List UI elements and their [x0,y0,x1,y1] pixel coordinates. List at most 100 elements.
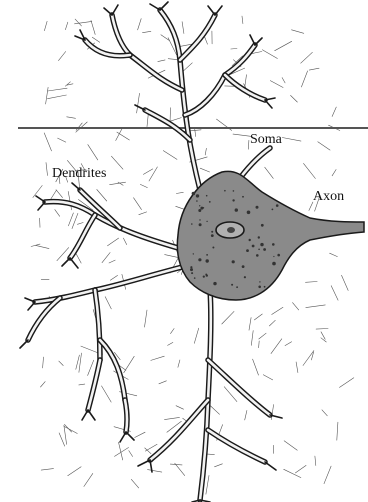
dendrite-hair [145,310,148,327]
dendrite-hair [178,360,180,367]
dendrite-hair [242,16,243,24]
dendrite-hair [176,406,184,410]
dendrite-hair [309,68,319,70]
dendrite-hair [102,253,110,263]
soma-speckle [235,208,238,211]
dendrite-hair [271,339,282,354]
dendrite-hair [111,156,123,169]
dendrite-hair [321,338,326,342]
dendrite-hair [275,41,292,50]
dendrite-hair [119,442,123,460]
dendrite-hair [259,341,260,348]
dendrite-hair [68,467,81,476]
dendrite-hair [306,305,326,308]
dendrite-hair [79,384,85,385]
dendrite-hair [272,307,283,314]
dendrite-hair [282,138,301,142]
dendrite-branch-core [95,265,190,290]
soma-speckle [224,190,226,192]
dendrite-hair [92,37,99,42]
dendrite-hair [342,275,349,290]
soma-speckle [206,254,208,256]
dendrite-twig [104,8,112,15]
dendrite-hair [282,78,285,83]
dendrite-hair [84,473,93,486]
dendrite-hair [36,245,49,248]
dendrite-hair [72,213,78,228]
dendrite-hair [168,59,177,60]
dendrite-hair [68,213,73,226]
dendrite-hair [76,355,80,369]
dendrite-twig [38,202,45,210]
dendrite-hair [124,356,134,372]
dendrite-hair [140,184,147,187]
dendrite-twig [112,5,118,15]
dendrite-hair [171,329,175,334]
soma-speckle [194,277,196,279]
soma-speckle [198,209,201,212]
soma-speckle [203,276,205,278]
dendrite-hair [143,169,152,175]
dendrite-hair [318,142,330,150]
dendrite-hair [145,444,157,451]
soma-speckle [272,243,275,246]
soma-speckle [203,207,205,209]
soma-speckle [190,268,193,271]
dendrite-hair [134,198,142,210]
dendrite-hair [102,386,112,402]
dendrite-hair [41,382,46,387]
soma-speckle [246,249,249,252]
soma-speckle [231,284,233,286]
soma-speckle [211,231,213,233]
dendrite-hair [182,22,184,34]
dendrite-branch-core [88,360,100,410]
dendrite-hair [151,356,165,360]
soma-speckle [252,245,255,248]
dendrite-twig [255,38,262,45]
nucleolus [227,227,235,233]
soma-speckle [196,194,199,197]
dendrite-hair [259,333,266,339]
dendrite-twig [150,4,160,10]
soma-speckle [191,272,193,274]
label-axon: Axon [313,189,344,205]
dendrite-twig [265,100,272,108]
dendrite-hair [109,260,115,263]
dendrite-hair [41,469,53,471]
soma-speckle [206,221,207,222]
dendrite-hair [270,81,283,88]
dendrite-twig [70,258,78,268]
dendrite-hair [195,128,196,136]
dendrite-hair [88,360,94,375]
dendrite-hair [301,52,313,63]
label-soma: Soma [250,132,282,148]
dendrite-hair [284,441,297,450]
soma-speckle [206,259,209,262]
soma-speckle [249,239,251,241]
dendrite-twig [265,462,276,470]
soma-speckle [263,248,266,251]
dendrite-hair [148,470,162,473]
dendrite-hair [158,60,165,62]
dendrite-hair [175,463,185,475]
dendrite-hair [59,361,63,365]
dendrite-twig [126,432,134,440]
soma-speckle [190,266,192,268]
dendrite-hair [222,311,234,324]
dendrite-hair [206,475,209,494]
dendrite-hair [322,410,327,416]
dendrite-hair [56,190,63,198]
dendrite-hair [332,107,336,117]
dendrite-hair [168,342,173,345]
soma-speckle [206,274,208,276]
dendrite-hair [215,464,223,467]
dendrite-hair [139,212,147,215]
dendrite-hair [254,314,262,320]
dendrite-twig [208,6,215,15]
dendrite-hair [81,346,98,353]
dendrite-twig [138,460,150,466]
soma-speckle [247,211,251,215]
dendrite-hair [224,387,237,402]
